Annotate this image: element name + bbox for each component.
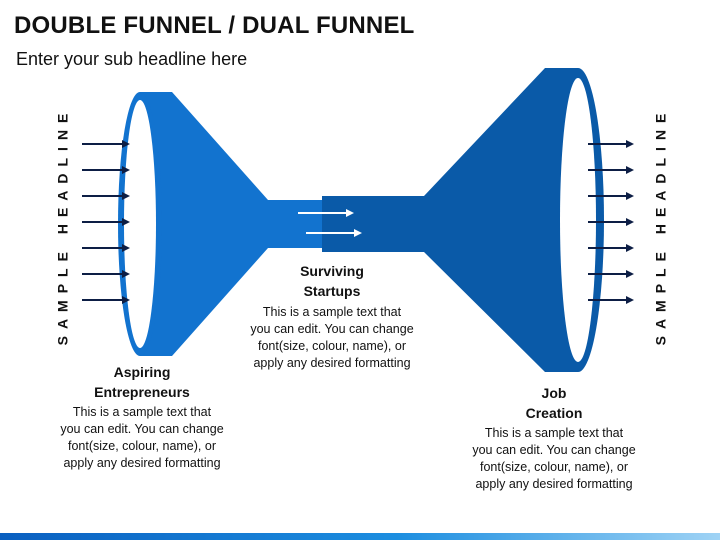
stage-desc-line: font(size, colour, name), or	[258, 339, 406, 353]
input-arrows	[82, 140, 130, 304]
stage-desc-job-creation: This is a sample text that you can edit.…	[454, 425, 654, 493]
stage-desc-line: This is a sample text that	[72, 405, 212, 419]
stage-title-line: Aspiring	[113, 364, 171, 380]
page-subtitle: Enter your sub headline here	[16, 49, 248, 69]
middle-arrows	[298, 209, 362, 237]
right-funnel	[322, 68, 604, 372]
stage-desc-line: you can edit. You can change	[250, 322, 414, 336]
stage-desc-line: apply any desired formatting	[63, 456, 221, 470]
stage-desc-line: This is a sample text that	[484, 426, 624, 440]
output-arrows	[588, 140, 634, 304]
stage-title-line: Startups	[303, 283, 361, 299]
right-funnel-body	[322, 68, 578, 372]
stage-title-aspiring-entrepreneurs: Aspiring Entrepreneurs	[42, 362, 242, 402]
stage-title-line: Creation	[525, 405, 583, 421]
stage-desc-line: you can edit. You can change	[472, 443, 636, 457]
left-funnel-opening	[124, 100, 156, 348]
stage-desc-line: you can edit. You can change	[60, 422, 224, 436]
stage-desc-surviving-startups: This is a sample text that you can edit.…	[232, 304, 432, 372]
right-funnel-opening	[560, 78, 596, 362]
stage-desc-line: apply any desired formatting	[475, 477, 633, 491]
left-funnel-body	[140, 92, 322, 356]
stage-title-line: Surviving	[300, 263, 364, 279]
page-title: DOUBLE FUNNEL / DUAL FUNNEL	[14, 12, 415, 39]
stage-desc-aspiring-entrepreneurs: This is a sample text that you can edit.…	[42, 404, 242, 472]
stage-title-surviving-startups: Surviving Startups	[232, 261, 432, 301]
stage-title-line: Entrepreneurs	[94, 384, 190, 400]
stage-desc-line: font(size, colour, name), or	[68, 439, 216, 453]
stage-desc-line: font(size, colour, name), or	[480, 460, 628, 474]
stage-desc-line: apply any desired formatting	[253, 356, 411, 370]
stage-title-job-creation: Job Creation	[454, 383, 654, 423]
stage-desc-line: This is a sample text that	[262, 305, 402, 319]
bottom-accent-bar	[0, 533, 720, 540]
stage-title-line: Job	[541, 385, 567, 401]
left-funnel	[118, 92, 322, 356]
